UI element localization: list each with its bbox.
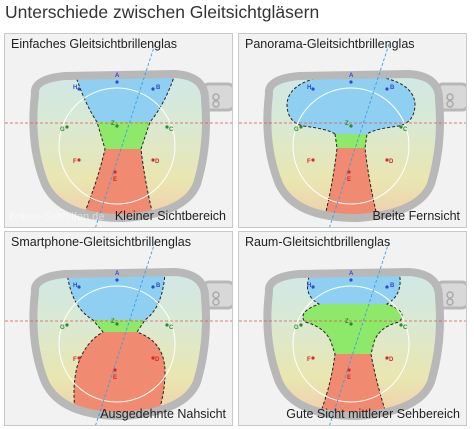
panel-panorama: A B H C G Z F D E Panorama-Gleitsichtbri… [238, 33, 467, 228]
zone-label: B [156, 85, 161, 91]
panel-caption: Gute Sicht mittlerer Sehbereich [286, 407, 460, 421]
panel-title: Raum-Gleitsichtbrillenglas [245, 235, 391, 249]
zone-label: B [156, 283, 161, 289]
zone-label: D [155, 159, 160, 165]
zone-label: D [389, 159, 394, 165]
reference-circle [58, 87, 176, 205]
reference-circle [292, 285, 410, 403]
panel-caption: Ausgedehnte Nahsicht [100, 407, 226, 421]
zone-boundary [74, 74, 176, 218]
near-zone [80, 149, 155, 218]
far-zone [287, 74, 415, 134]
zone-label: G [294, 325, 299, 331]
lens-frame [263, 69, 444, 223]
panel-title: Smartphone-Gleitsichtbrillenglas [11, 235, 191, 249]
panel-simple: A B H C G Z F D E Einfaches Gleitsichtbr… [4, 33, 233, 228]
zone-label: A [115, 73, 120, 79]
zone-label: E [347, 375, 351, 381]
zone-label: C [169, 127, 174, 133]
visual-axis-line [95, 241, 156, 425]
far-zone [75, 74, 175, 122]
zone-label: H [307, 85, 311, 91]
frame-hinge-icon [446, 291, 454, 299]
lens-diagram-smartphone: A B H C G Z F D E [5, 241, 232, 425]
visual-axis-line [329, 241, 390, 425]
lens-frame [29, 267, 210, 421]
zone-label: E [347, 177, 351, 183]
zone-label: C [403, 325, 408, 331]
zone-label: Z [345, 319, 349, 325]
zone-label: C [169, 325, 174, 331]
zone-label: H [73, 85, 77, 91]
frame-hinge-icon [212, 291, 220, 299]
page-title: Unterschiede zwischen Gleitsichtgläsern [5, 2, 320, 22]
zone-label: F [307, 159, 311, 165]
far-zone [307, 272, 401, 304]
zone-label: B [390, 283, 395, 289]
zone-label: G [60, 325, 65, 331]
lens-frame [263, 267, 444, 421]
zone-markers: A B H C G Z F D E [60, 73, 174, 183]
zone-label: Z [345, 121, 349, 127]
zone-label: E [113, 177, 117, 183]
watermark: Brillen-Sehhilfen.de [9, 211, 105, 223]
zone-label: Z [111, 121, 115, 127]
visual-axis-line [95, 43, 156, 227]
mid-zone [93, 320, 145, 332]
zone-label: F [73, 357, 77, 363]
frame-hinge-icon [446, 298, 454, 306]
lens-diagram-room: A B H C G Z F D E [239, 241, 466, 425]
zone-markers: A B H C G Z F D E [294, 73, 408, 183]
frame-hinge-icon [446, 100, 454, 108]
mid-zone [302, 304, 403, 354]
reference-circle [58, 285, 176, 403]
frame-hinge-icon [446, 93, 454, 101]
panel-caption: Kleiner Sichtbereich [114, 209, 226, 223]
zone-label: E [113, 375, 117, 381]
zone-label: D [389, 357, 394, 363]
frame-hinge-icon [212, 298, 220, 306]
zone-markers: A B H C G Z F D E [60, 271, 174, 381]
mid-zone [335, 134, 367, 148]
mid-zone [97, 122, 150, 149]
zone-label: G [60, 127, 65, 133]
zone-label: Z [111, 319, 115, 325]
zone-label: D [155, 357, 160, 363]
zone-markers: A B H C G Z F D E [294, 271, 408, 381]
reference-circle [292, 87, 410, 205]
zone-label: A [349, 73, 354, 79]
panel-room: A B H C G Z F D E Raum-Gleitsichtbrillen… [238, 231, 467, 426]
panel-title: Einfaches Gleitsichtbrillenglas [11, 37, 178, 51]
near-zone [74, 332, 165, 416]
panel-caption: Breite Fernsicht [372, 209, 460, 223]
zone-label: A [115, 271, 120, 277]
zone-boundary [302, 272, 403, 416]
zone-label: B [390, 85, 395, 91]
zone-label: H [307, 283, 311, 289]
frame-hinge-icon [212, 100, 220, 108]
visual-axis-line [329, 43, 390, 227]
near-zone [317, 354, 389, 416]
zone-label: F [73, 159, 77, 165]
near-zone [323, 148, 379, 218]
zone-label: A [349, 271, 354, 277]
panel-smartphone: A B H C G Z F D E Smartphone-Gleitsichtb… [4, 231, 233, 426]
lens-diagram-simple: A B H C G Z F D E [5, 43, 232, 227]
zone-label: C [403, 127, 408, 133]
lens-frame [29, 69, 210, 223]
zone-label: F [307, 357, 311, 363]
zone-label: H [73, 283, 77, 289]
lens-diagram-panorama: A B H C G Z F D E [239, 43, 466, 227]
frame-hinge-icon [212, 93, 220, 101]
zone-label: G [294, 127, 299, 133]
panel-title: Panorama-Gleitsichtbrillenglas [245, 37, 415, 51]
far-zone [67, 272, 165, 320]
